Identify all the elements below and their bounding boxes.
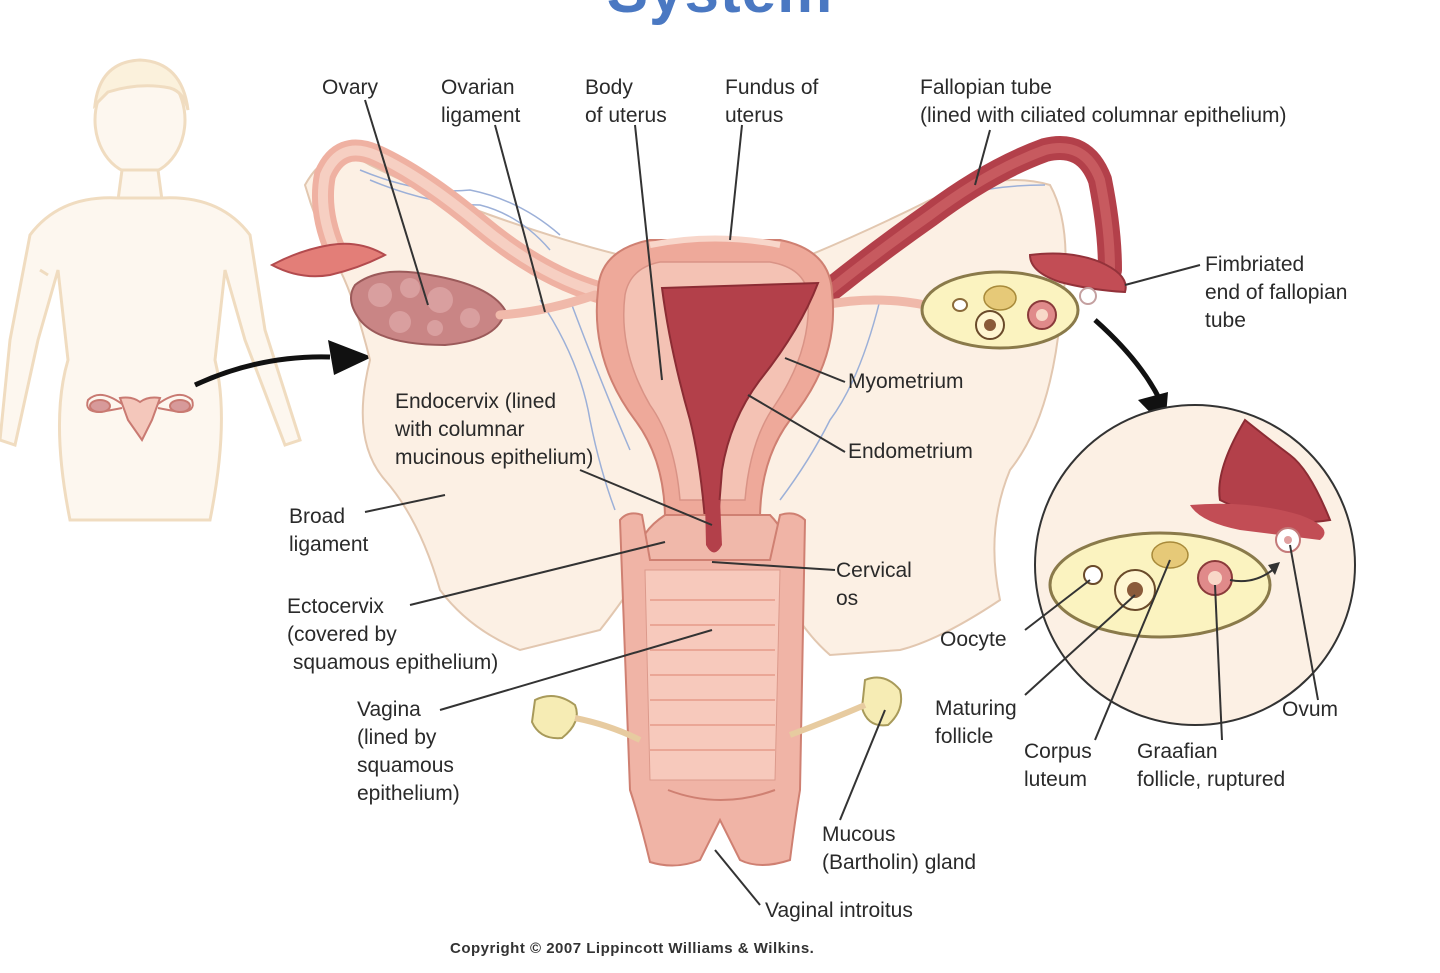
uterus xyxy=(595,235,835,521)
right-fallopian-tube xyxy=(818,136,1127,305)
copyright-notice: Copyright © 2007 Lippincott Williams & W… xyxy=(450,940,815,957)
label-ectocervix: Ectocervix (covered by squamous epitheli… xyxy=(287,595,499,674)
label-ovary: Ovary xyxy=(322,76,379,99)
label-broad-ligament: Broad ligament xyxy=(289,505,369,556)
page-title: System xyxy=(0,0,1440,27)
left-fallopian-tube xyxy=(269,139,609,303)
label-ovum: Ovum xyxy=(1282,698,1339,721)
bartholin-glands xyxy=(530,676,903,743)
label-fundus-of-uterus: Fundus of uterus xyxy=(725,76,819,127)
label-cervical-os: Cervical os xyxy=(836,559,912,610)
cervix xyxy=(638,500,787,561)
label-maturing-follicle: Maturing follicle xyxy=(935,697,1017,748)
label-body-of-uterus: Body of uterus xyxy=(585,76,667,127)
label-mucous-gland: Mucous (Bartholin) gland xyxy=(822,823,977,874)
label-endocervix: Endocervix (lined with columnar mucinous… xyxy=(395,390,594,469)
label-fallopian-tube: Fallopian tube (lined with ciliated colu… xyxy=(920,76,1287,127)
label-vagina: Vagina (lined by squamous epithelium) xyxy=(357,698,460,805)
label-ovarian-ligament: Ovarian ligament xyxy=(441,76,521,127)
leader-lines xyxy=(364,99,1319,906)
label-vaginal-introitus: Vaginal introitus xyxy=(765,899,913,922)
label-corpus-luteum: Corpus luteum xyxy=(1024,740,1092,791)
arrow-to-uterus xyxy=(193,340,372,388)
label-myometrium: Myometrium xyxy=(848,370,964,393)
left-ovary xyxy=(350,270,600,347)
label-endometrium: Endometrium xyxy=(848,440,973,463)
magnified-ovary-circle xyxy=(1034,318,1356,726)
label-fimbriated-end: Fimbriated end of fallopian tube xyxy=(1205,253,1348,332)
label-graafian-follicle: Graafian follicle, ruptured xyxy=(1137,740,1286,791)
vagina xyxy=(618,512,807,867)
mini-uterus xyxy=(86,393,194,442)
body-silhouette xyxy=(0,58,302,522)
right-ovary xyxy=(820,270,1080,350)
label-oocyte: Oocyte xyxy=(940,628,1007,651)
